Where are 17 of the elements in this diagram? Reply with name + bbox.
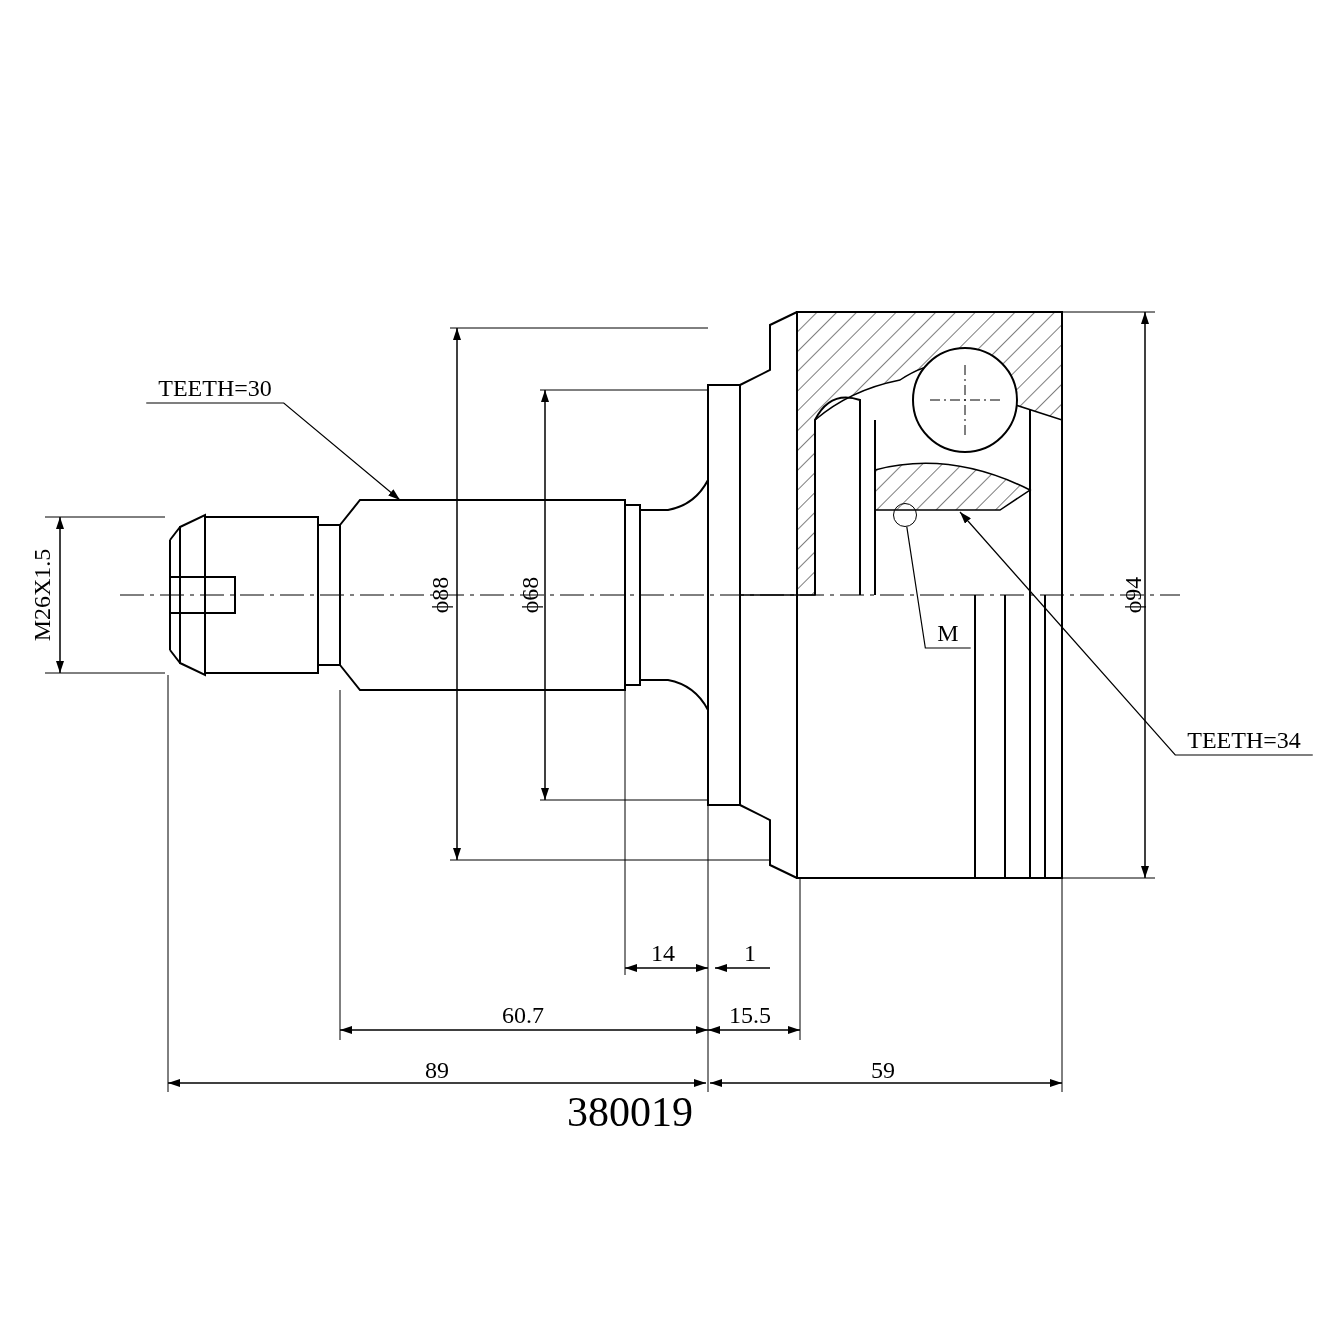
dimension-label: ϕ88: [428, 576, 452, 614]
callout-label: TEETH=34: [1187, 728, 1301, 752]
callout-label: TEETH=30: [158, 376, 272, 400]
dimension-label: 1: [744, 941, 756, 965]
dimension-label: 89: [425, 1058, 449, 1082]
dimension-label: M26X1.5: [30, 548, 54, 642]
dimension-label: 60.7: [502, 1003, 544, 1027]
dimension-label: 59: [871, 1058, 895, 1082]
part-number: 380019: [567, 1091, 693, 1133]
dimension-label: ϕ68: [518, 576, 542, 614]
dimension-label: 15.5: [729, 1003, 771, 1027]
leader-line: [959, 511, 1314, 756]
dimension-label: 14: [651, 941, 675, 965]
leader-line: [145, 402, 401, 501]
leader-line: [906, 526, 972, 649]
dimension-label: ϕ94: [1121, 576, 1145, 614]
callout-label: M: [937, 621, 959, 645]
